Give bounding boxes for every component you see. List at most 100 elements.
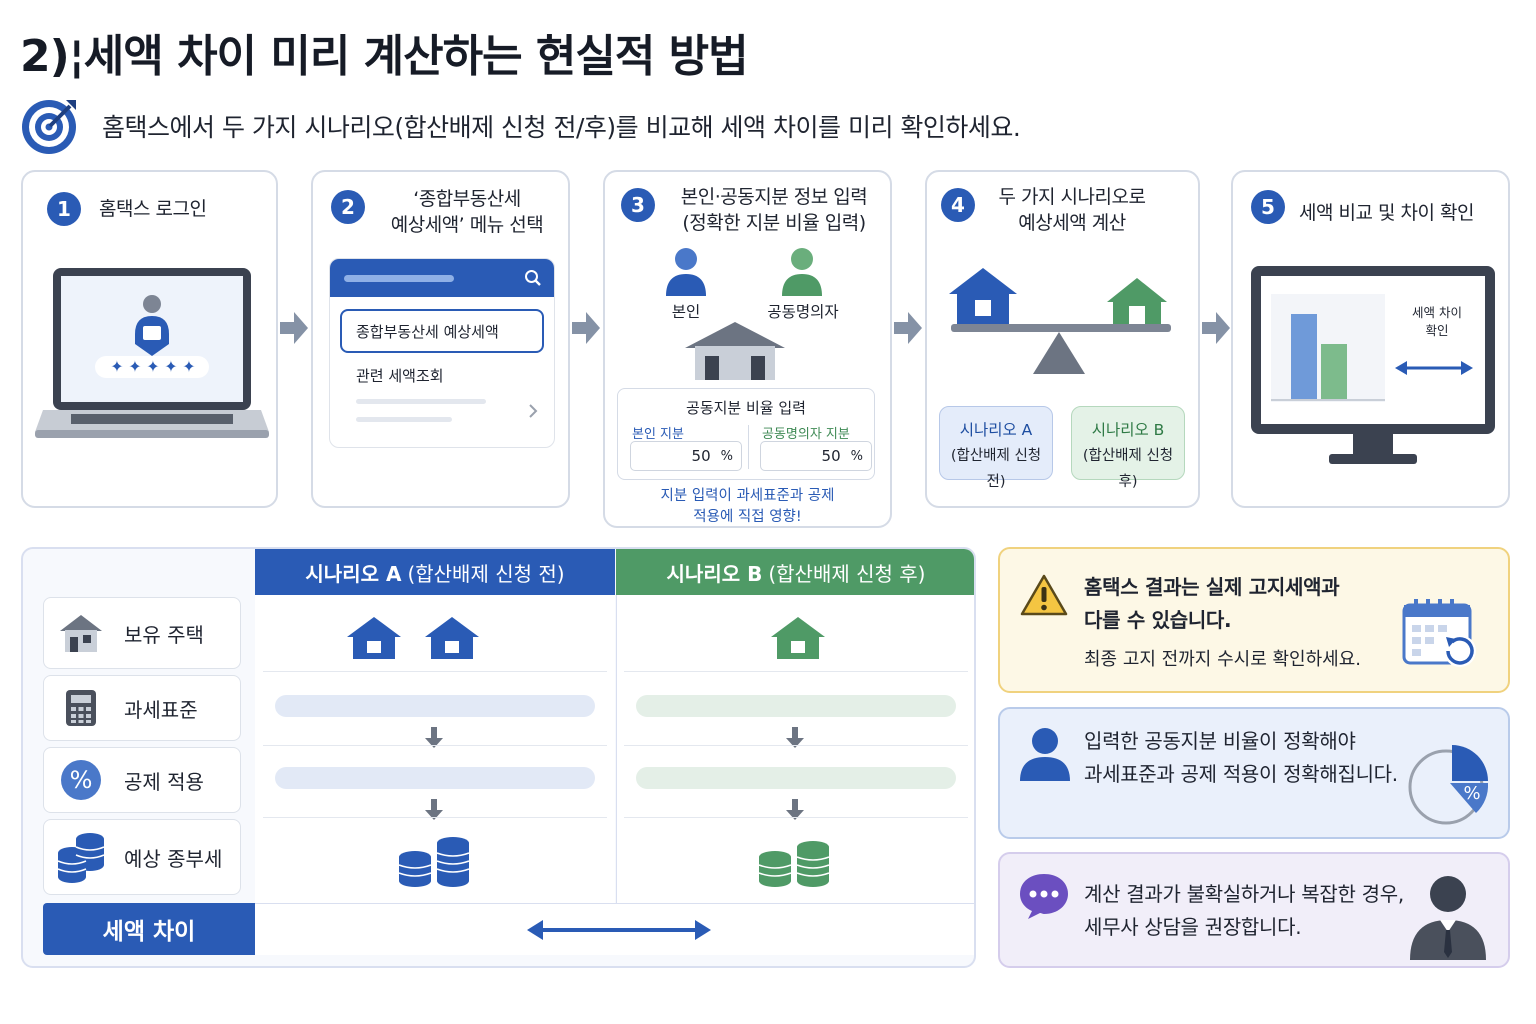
target-icon — [22, 100, 76, 154]
step-title-line1: 두 가지 시나리오로 — [998, 186, 1146, 208]
comparison-table: 시나리오 A (합산배제 신청 전) 시나리오 B (합산배제 신청 후) 보유… — [21, 547, 976, 968]
share-input-title: 공동지분 비율 입력 — [686, 399, 806, 417]
tax-difference-label: 세액 차이 — [43, 903, 255, 955]
note-consult-line1: 계산 결과가 불확실하거나 복잡한 경우, — [1084, 882, 1404, 906]
row-label-text: 예상 종부세 — [124, 846, 223, 871]
share-note: 지분 입력이 과세표준과 공제 적용에 직접 영향! — [605, 486, 890, 528]
step-number: 5 — [1251, 190, 1285, 224]
row-label-tax-base: 과세표준 — [43, 675, 241, 741]
arrow-down-icon — [425, 799, 443, 820]
arrow-right-icon — [280, 312, 308, 344]
chat-bubble-icon — [1020, 874, 1068, 919]
laptop-login-icon: ✦ ✦ ✦ ✦ ✦ — [35, 268, 269, 438]
step-card-compare: 5 세액 비교 및 차이 확인 세액 차이 확인 — [1231, 170, 1510, 508]
arrow-right-icon — [572, 312, 600, 344]
percent-icon: % — [61, 760, 101, 800]
balance-scale-icon — [949, 268, 1171, 374]
step-number: 4 — [941, 188, 975, 222]
svg-text:✦: ✦ — [164, 357, 177, 376]
menu-mock: 종합부동산세 예상세액 관련 세액조회 — [329, 258, 555, 448]
house-icon — [685, 322, 785, 380]
share-note-line1: 지분 입력이 과세표준과 공제 — [660, 488, 835, 504]
row-label-text: 보유 주택 — [124, 622, 204, 647]
share-note-line2: 적용에 직접 영향! — [693, 509, 802, 525]
row-label-text: 공제 적용 — [124, 769, 204, 794]
column-a-title: 시나리오 A — [305, 561, 402, 586]
step-title: 홈택스 로그인 — [99, 198, 207, 220]
subtitle: 홈택스에서 두 가지 시나리오(합산배제 신청 전/후)를 비교해 세액 차이를… — [102, 113, 1021, 142]
page-title: 2)¦세액 차이 미리 계산하는 현실적 방법 — [20, 31, 749, 82]
calendar-refresh-icon — [1402, 599, 1476, 667]
row-label-owned-houses: 보유 주택 — [43, 597, 241, 669]
svg-text:%: % — [70, 766, 93, 794]
house-icon — [347, 617, 401, 659]
share-co-input[interactable]: 50 % — [760, 441, 872, 471]
step-title-line2: 예상세액’ 메뉴 선택 — [390, 214, 544, 236]
chevron-right-icon — [529, 404, 538, 418]
step-card-share-input: 3 본인·공동지분 정보 입력 (정확한 지분 비율 입력) 본인 공동명의자 … — [603, 170, 892, 528]
tax-base-bar-a — [275, 695, 595, 717]
step-title-line1: ‘종합부동산세 — [413, 188, 521, 210]
svg-text:✦: ✦ — [110, 357, 123, 376]
coin-stack-icon — [398, 837, 470, 887]
step-card-scenarios: 4 두 가지 시나리오로 예상세액 계산 시나리오 A (합산배제 신청 전) … — [925, 170, 1200, 508]
deduction-bar-b — [636, 767, 956, 789]
step-number: 2 — [331, 190, 365, 224]
coin-stack-icon — [758, 841, 830, 887]
row-label-estimated-tax: 예상 종부세 — [43, 819, 241, 895]
scenario-a-label: 시나리오 A — [959, 421, 1033, 439]
percent-sign: % — [720, 448, 733, 464]
step-title: 본인·공동지분 정보 입력 (정확한 지분 비율 입력) — [659, 184, 889, 236]
note-info-line2: 과세표준과 공제 적용이 정확해집니다. — [1084, 762, 1398, 786]
step-title: ‘종합부동산세 예상세액’ 메뉴 선택 — [369, 186, 565, 238]
step-card-menu: 2 ‘종합부동산세 예상세액’ 메뉴 선택 종합부동산세 예상세액 관련 세액조… — [311, 170, 570, 508]
arrow-right-icon — [1202, 312, 1230, 344]
percent-sign: % — [850, 448, 863, 464]
menu-item-selected[interactable]: 종합부동산세 예상세액 — [340, 309, 544, 353]
subtitle-row: 홈택스에서 두 가지 시나리오(합산배제 신청 전/후)를 비교해 세액 차이를… — [20, 96, 1021, 156]
step-title-line1: 본인·공동지분 정보 입력 — [680, 186, 868, 208]
share-self-input[interactable]: 50 % — [630, 441, 742, 471]
step-title-line2: 예상세액 계산 — [1018, 212, 1126, 234]
menu-item[interactable]: 관련 세액조회 — [356, 367, 444, 385]
step-title: 세액 비교 및 차이 확인 — [1299, 202, 1474, 224]
tax-base-bar-b — [636, 695, 956, 717]
step-title-line2: (정확한 지분 비율 입력) — [682, 212, 866, 234]
menu-search-bar — [330, 259, 554, 297]
tax-difference-row — [255, 903, 974, 955]
tax-advisor-icon — [1410, 876, 1486, 960]
note-warning: 홈택스 결과는 실제 고지세액과 다를 수 있습니다. 최종 고지 전까지 수시… — [998, 547, 1510, 693]
double-arrow-icon — [527, 920, 711, 940]
note-info: 입력한 공동지분 비율이 정확해야 과세표준과 공제 적용이 정확해집니다. % — [998, 707, 1510, 839]
note-warning-sub: 최종 고지 전까지 수시로 확인하세요. — [1084, 649, 1362, 670]
note-consult-line2: 세무사 상담을 권장합니다. — [1084, 915, 1302, 939]
person-co-owner-label: 공동명의자 — [767, 303, 839, 321]
step-number: 1 — [47, 192, 81, 226]
column-b-paren: (합산배제 신청 후) — [768, 561, 926, 586]
svg-text:%: % — [1463, 783, 1480, 804]
note-consult: 계산 결과가 불확실하거나 복잡한 경우, 세무사 상담을 권장합니다. — [998, 852, 1510, 968]
search-icon — [525, 270, 541, 286]
scenario-a-pill: 시나리오 A (합산배제 신청 전) — [939, 406, 1053, 490]
monitor-diff-label: 세액 차이 확인 — [1399, 304, 1475, 340]
note-consult-text: 계산 결과가 불확실하거나 복잡한 경우, 세무사 상담을 권장합니다. — [1084, 878, 1404, 944]
arrow-down-icon — [786, 727, 804, 748]
deduction-bar-a — [275, 767, 595, 789]
row-label-text: 과세표준 — [124, 697, 198, 722]
house-icon — [425, 617, 479, 659]
person-self-icon — [666, 248, 706, 296]
note-warning-text: 홈택스 결과는 실제 고지세액과 다를 수 있습니다. — [1084, 571, 1340, 637]
share-co-label: 공동명의자 지분 — [762, 427, 850, 442]
svg-text:✦: ✦ — [146, 357, 159, 376]
person-co-owner-icon — [782, 248, 822, 296]
note-info-text: 입력한 공동지분 비율이 정확해야 과세표준과 공제 적용이 정확해집니다. — [1084, 725, 1398, 791]
scenario-b-label: 시나리오 B — [1091, 421, 1165, 439]
svg-text:✦: ✦ — [128, 357, 141, 376]
note-warning-line2: 다를 수 있습니다. — [1084, 608, 1232, 632]
monitor-label-line2: 확인 — [1425, 323, 1449, 338]
arrow-down-icon — [786, 799, 804, 820]
pie-percent-icon: % — [1408, 745, 1489, 825]
share-self-value: 50 — [691, 447, 711, 465]
warning-icon — [1020, 574, 1068, 616]
step-number: 3 — [621, 188, 655, 222]
